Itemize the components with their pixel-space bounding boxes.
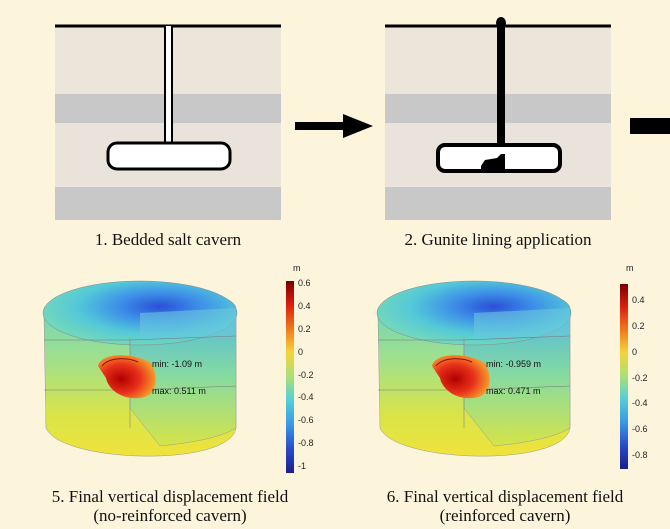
result-6-unit: m [626, 263, 634, 273]
colorbar-tick-label: -1 [298, 461, 307, 471]
colorbar-tick-label: -0.2 [632, 372, 648, 383]
result-5-caption-line2: (no-reinforced cavern) [93, 506, 247, 525]
colorbar-tick-label: -0.6 [632, 424, 648, 435]
arrow-1 [295, 114, 375, 138]
colorbar-tick-label: -0.4 [298, 392, 314, 403]
step-2-panel [385, 14, 611, 222]
colorbar-tick-label: -0.2 [298, 369, 314, 380]
colorbar-tick-label: -0.8 [298, 438, 314, 449]
result-5-unit: m [293, 263, 301, 273]
result-5-caption-line1: 5. Final vertical displacement field [51, 487, 289, 506]
result-6-caption-line2: (reinforced cavern) [439, 506, 571, 525]
arrow-2 [630, 118, 670, 134]
step-1-panel [55, 22, 281, 222]
colorbar-tick-label: 0 [298, 346, 304, 357]
step-2-caption: 2. Gunite lining application [404, 230, 592, 249]
result-6-model [374, 278, 574, 473]
result-6-colorbar [620, 284, 628, 469]
colorbar-tick-label: -0.4 [632, 398, 648, 409]
result-6-min-label: min: -0.959 m [486, 359, 542, 369]
result-6-max-label: max: 0.471 m [486, 386, 541, 396]
colorbar-gradient [620, 284, 628, 469]
colorbar-tick-label: 0.2 [632, 320, 645, 331]
colorbar-tick-label: 0.6 [298, 278, 311, 288]
colorbar-tick-label: 0.4 [298, 300, 311, 311]
colorbar-tick-label: -0.8 [632, 450, 648, 460]
result-5-model [40, 278, 240, 473]
colorbar-tick-label: 0.2 [298, 323, 311, 334]
result-5-min-label: min: -1.09 m [152, 359, 203, 369]
result-5-max-label: max: 0.511 m [152, 386, 206, 396]
displacement-model-3d [376, 280, 572, 457]
step-1-caption: 1. Bedded salt cavern [94, 230, 242, 249]
colorbar-tick-label: 0.4 [632, 295, 645, 305]
colorbar-tick-label: -0.6 [298, 415, 314, 426]
gunite-lining-diagram [385, 17, 611, 220]
result-6-caption-line1: 6. Final vertical displacement field [386, 487, 624, 506]
displacement-model-3d [42, 280, 238, 457]
bedded-salt-cavern-diagram [55, 24, 281, 220]
right-arrow-icon [295, 114, 373, 138]
colorbar-tick-label: 0 [632, 346, 638, 357]
right-arrow-icon [630, 118, 670, 134]
result-5-colorbar [286, 281, 294, 473]
colorbar-gradient [286, 281, 294, 473]
